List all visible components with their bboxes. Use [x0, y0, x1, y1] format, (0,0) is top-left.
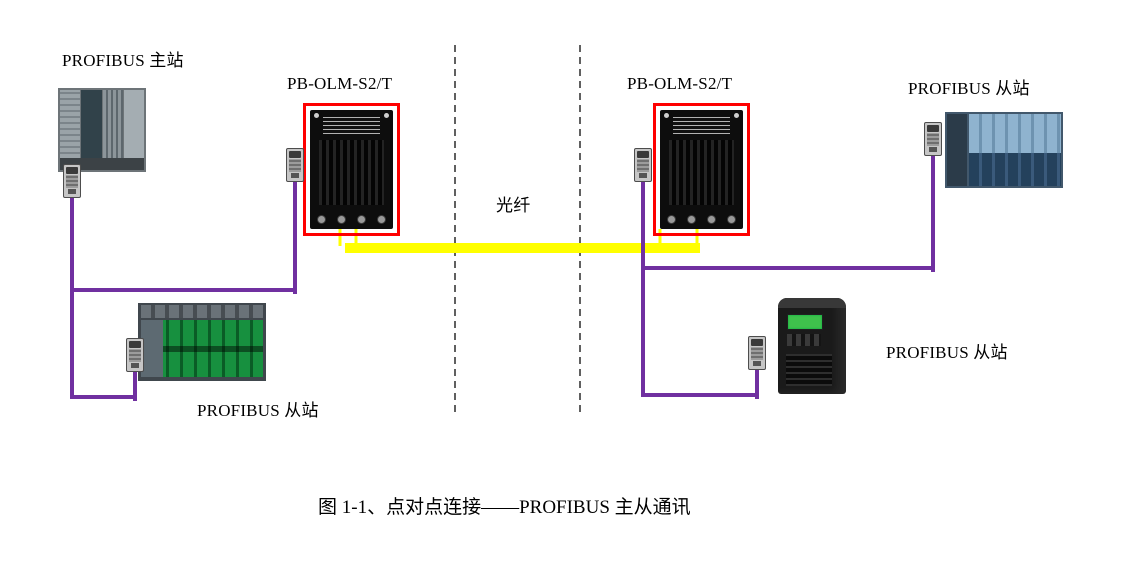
- connector-foot: [753, 361, 761, 366]
- connector-body: [66, 175, 78, 188]
- connector-cable-gland: [129, 341, 141, 348]
- profibus-connector-olm-right: [634, 148, 652, 182]
- olm-label-plate: [673, 117, 730, 134]
- drive-display-screen: [787, 314, 823, 330]
- label-slave-top-right: PROFIBUS 从站: [908, 79, 1030, 98]
- connector-body: [129, 349, 141, 362]
- profibus-cable-right: [641, 154, 935, 399]
- label-fiber: 光纤: [496, 196, 531, 215]
- fiber-port-icon: [337, 215, 346, 224]
- profibus-connector-slave-bottom-left: [126, 338, 144, 372]
- olm-module-right-highlight: [653, 103, 750, 236]
- connector-foot: [929, 147, 937, 152]
- io-slave-device-top-right: [945, 112, 1063, 188]
- olm-fiber-ports: [667, 215, 736, 224]
- connector-cable-gland: [289, 151, 301, 158]
- profibus-cable-left: [70, 182, 297, 401]
- fiber-pigtails: [338, 229, 699, 246]
- plc-io-module: [102, 90, 123, 170]
- plc-io-module: [123, 90, 144, 170]
- drive-keypad: [787, 334, 821, 346]
- io-interface-module: [947, 114, 967, 186]
- io-terminal-modules: [969, 114, 1061, 186]
- profibus-connector-slave-top-right: [924, 122, 942, 156]
- profibus-connector-master: [63, 164, 81, 198]
- plc-master-device: [58, 88, 146, 172]
- label-slave-bottom-right: PROFIBUS 从站: [886, 343, 1008, 362]
- profibus-connector-olm-left: [286, 148, 304, 182]
- plc-cpu-module: [81, 90, 102, 170]
- label-olm-left: PB-OLM-S2/T: [287, 74, 393, 93]
- fiber-port-icon: [667, 215, 676, 224]
- fiber-port-icon: [357, 215, 366, 224]
- screw-icon: [664, 113, 669, 118]
- screw-icon: [384, 113, 389, 118]
- olm-module-left-highlight: [303, 103, 400, 236]
- rack-top-rail: [141, 305, 263, 318]
- fiber-port-icon: [317, 215, 326, 224]
- drive-vents: [786, 354, 832, 386]
- connector-cable-gland: [927, 125, 939, 132]
- connector-cable-gland: [637, 151, 649, 158]
- connector-foot: [291, 173, 299, 178]
- rack-interface-module: [141, 320, 163, 377]
- connector-foot: [639, 173, 647, 178]
- olm-heatsink-ribs: [319, 140, 384, 205]
- connector-body: [927, 133, 939, 146]
- olm-label-plate: [323, 117, 380, 134]
- connector-body: [289, 159, 301, 172]
- fiber-port-icon: [687, 215, 696, 224]
- drive-top-cap: [778, 298, 846, 308]
- io-slave-device-bottom-left: [138, 303, 266, 381]
- label-master-station: PROFIBUS 主站: [62, 51, 184, 70]
- label-slave-bottom-left: PROFIBUS 从站: [197, 401, 319, 420]
- olm-fiber-ports: [317, 215, 386, 224]
- profibus-connector-slave-bottom-right: [748, 336, 766, 370]
- screw-icon: [734, 113, 739, 118]
- connector-cable-gland: [751, 339, 763, 346]
- connector-cable-gland: [66, 167, 78, 174]
- connector-body: [637, 159, 649, 172]
- fiber-port-icon: [727, 215, 736, 224]
- plc-psu-module: [60, 90, 81, 170]
- olm-heatsink-ribs: [669, 140, 734, 205]
- figure-caption: 图 1-1、点对点连接——PROFIBUS 主从通讯: [318, 497, 691, 518]
- olm-device-left: [310, 110, 393, 229]
- fiber-port-icon: [377, 215, 386, 224]
- vfd-drive-device: [778, 298, 846, 394]
- olm-device-right: [660, 110, 743, 229]
- screw-icon: [314, 113, 319, 118]
- connector-body: [751, 347, 763, 360]
- connector-foot: [131, 363, 139, 368]
- label-olm-right: PB-OLM-S2/T: [627, 74, 733, 93]
- fiber-port-icon: [707, 215, 716, 224]
- connector-foot: [68, 189, 76, 194]
